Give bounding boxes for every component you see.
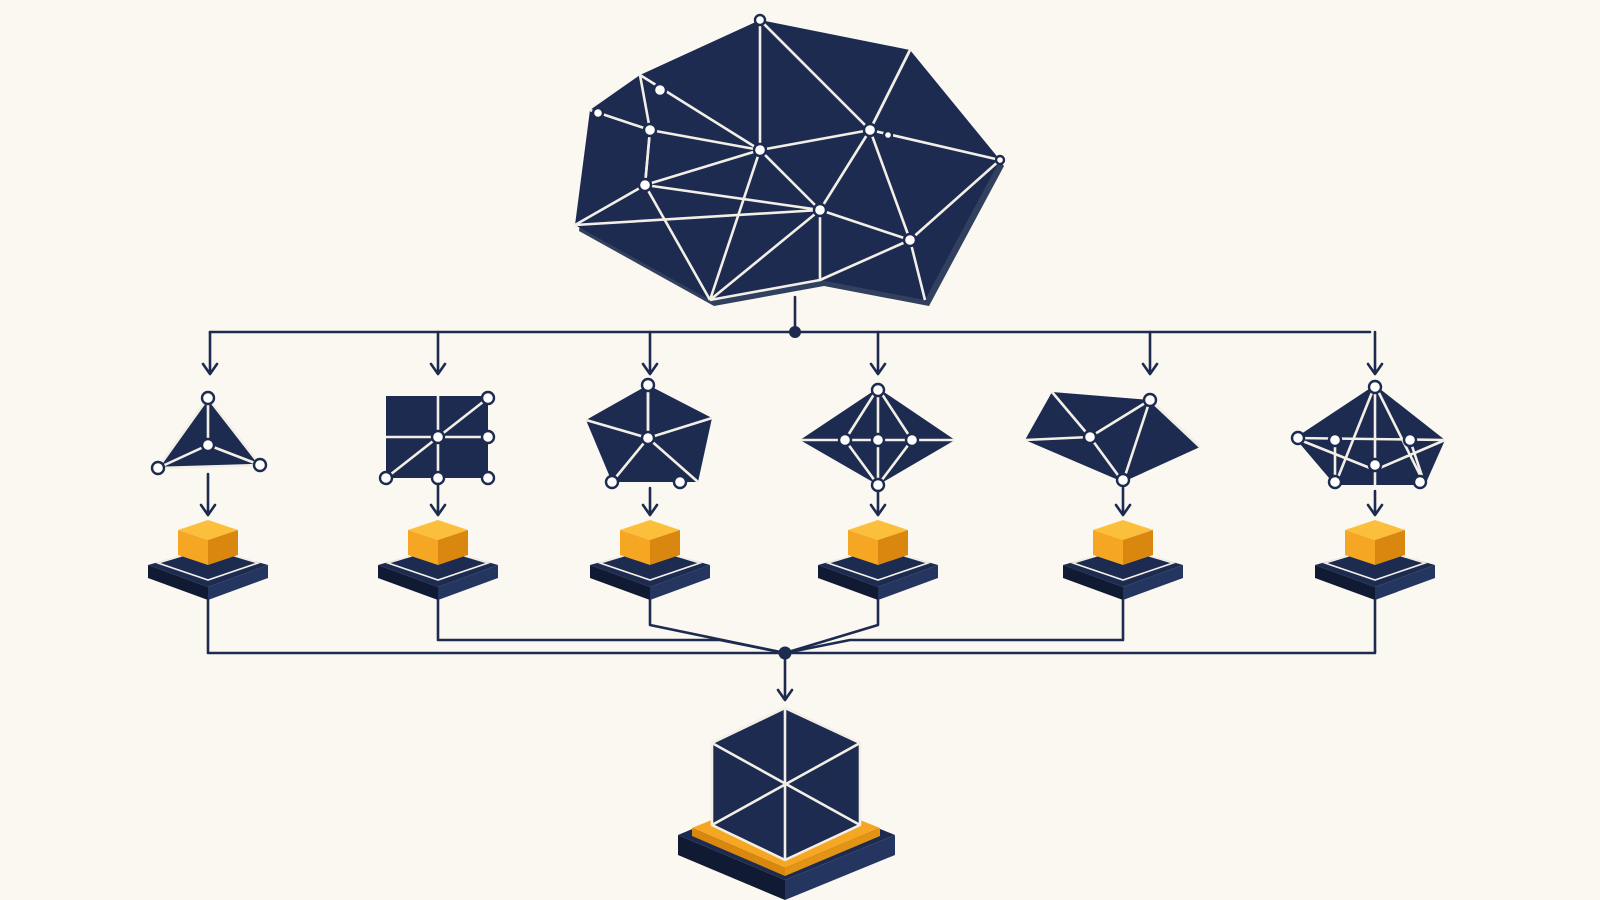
branch-rhombus-mesh <box>800 382 955 493</box>
branch-square-mesh <box>378 390 496 486</box>
merge-connectors <box>206 598 1377 702</box>
output-block-4 <box>818 520 938 600</box>
split-arrow <box>201 330 1384 376</box>
branch-output-arrows <box>199 472 1384 517</box>
split-connectors <box>201 295 1384 376</box>
output-block-1 <box>148 520 268 600</box>
output-block-2 <box>378 520 498 600</box>
output-block-5 <box>1063 520 1183 600</box>
source-polygon-mesh <box>574 13 1006 306</box>
branch-hexagon-mesh <box>1290 379 1446 490</box>
output-block-3 <box>590 520 710 600</box>
output-block-6 <box>1315 520 1435 600</box>
branch-triangle-mesh <box>150 390 268 476</box>
branch-quad-mesh <box>1024 391 1201 488</box>
merge-arrow <box>776 688 794 702</box>
result-cube-platform <box>678 706 895 900</box>
branch-pentagon-mesh <box>585 377 713 490</box>
